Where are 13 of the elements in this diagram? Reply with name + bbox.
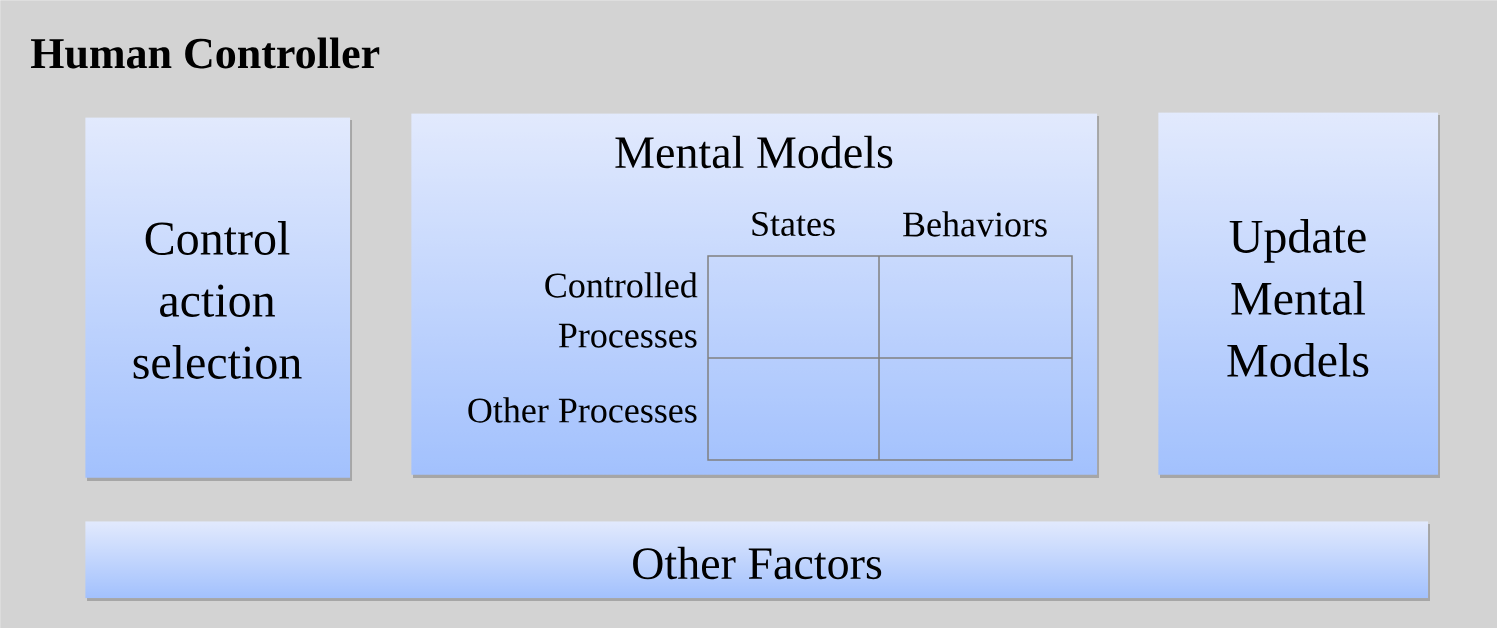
label: Other Factors bbox=[633, 546, 882, 580]
label: States bbox=[752, 211, 835, 237]
panel-box bbox=[1158, 112, 1440, 478]
label: Behaviors bbox=[903, 211, 1047, 237]
panel-box bbox=[411, 113, 1099, 478]
title: Human Controller bbox=[30, 37, 380, 69]
label: Other Processes bbox=[468, 397, 697, 423]
label: Mental Models bbox=[615, 135, 893, 169]
label: Update Mental Models bbox=[1227, 219, 1369, 377]
panel-box bbox=[85, 117, 352, 481]
label: Control action selection bbox=[133, 221, 302, 379]
bar-box bbox=[85, 521, 1430, 601]
label: Controlled Processes bbox=[545, 272, 698, 348]
